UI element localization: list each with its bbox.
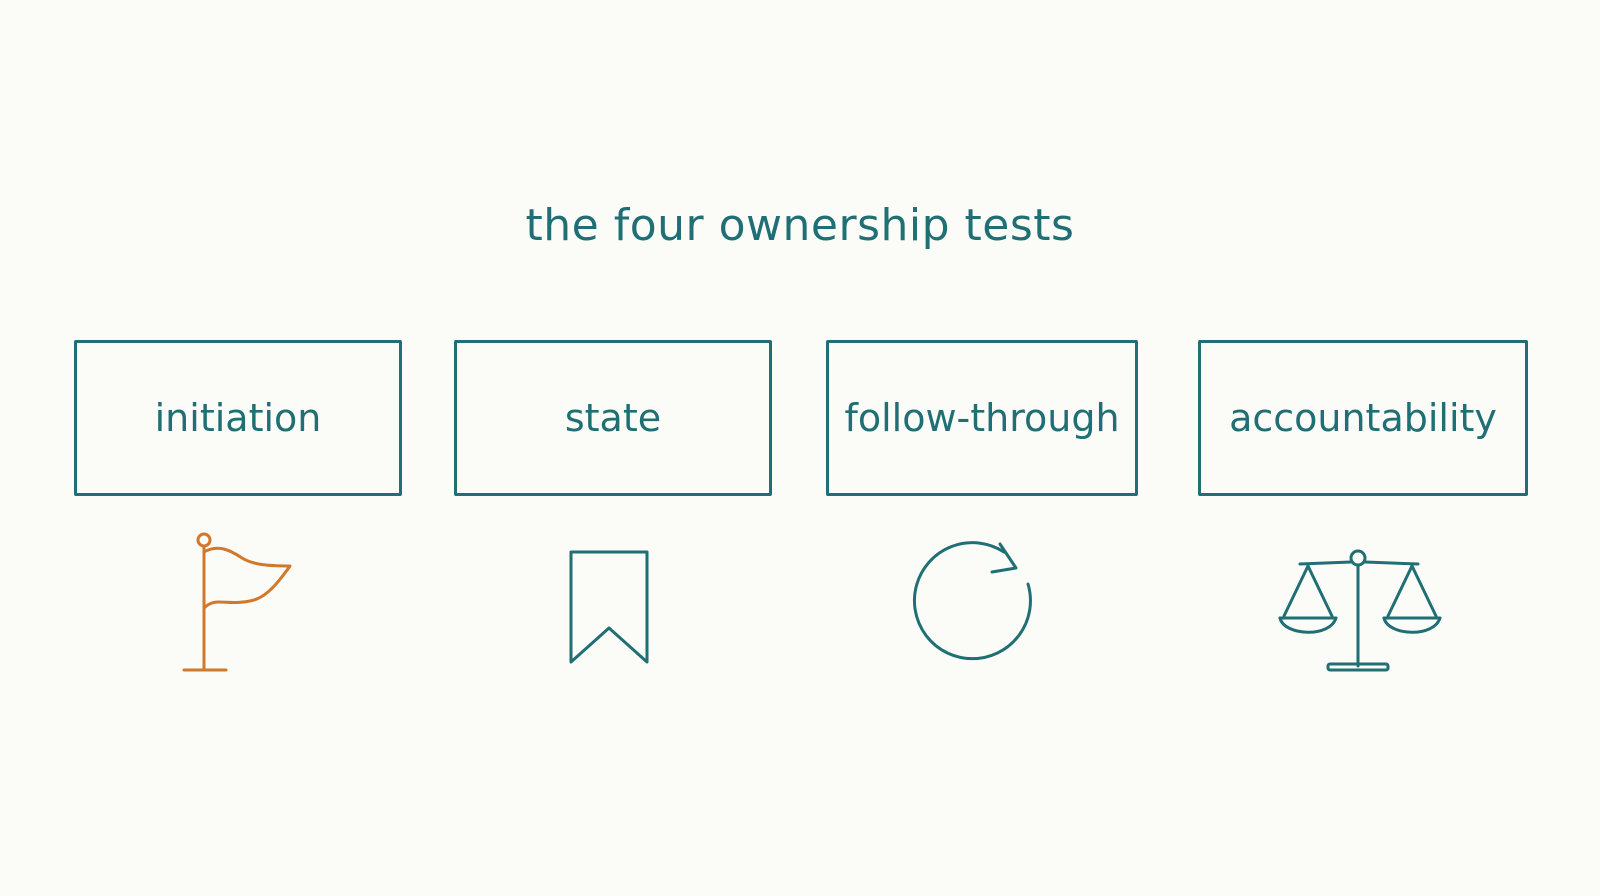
test-box-follow-through: follow-through <box>826 340 1138 496</box>
refresh-icon <box>912 528 1052 678</box>
test-label: initiation <box>154 396 322 440</box>
diagram-title: the four ownership tests <box>525 200 1075 251</box>
test-label: state <box>564 396 662 440</box>
flag-icon <box>168 528 308 678</box>
scales-icon <box>1278 528 1442 678</box>
bookmark-icon <box>541 528 681 678</box>
test-label: follow-through <box>844 396 1120 440</box>
test-label: accountability <box>1229 396 1497 440</box>
test-box-initiation: initiation <box>74 340 402 496</box>
test-box-state: state <box>454 340 772 496</box>
test-box-accountability: accountability <box>1198 340 1528 496</box>
